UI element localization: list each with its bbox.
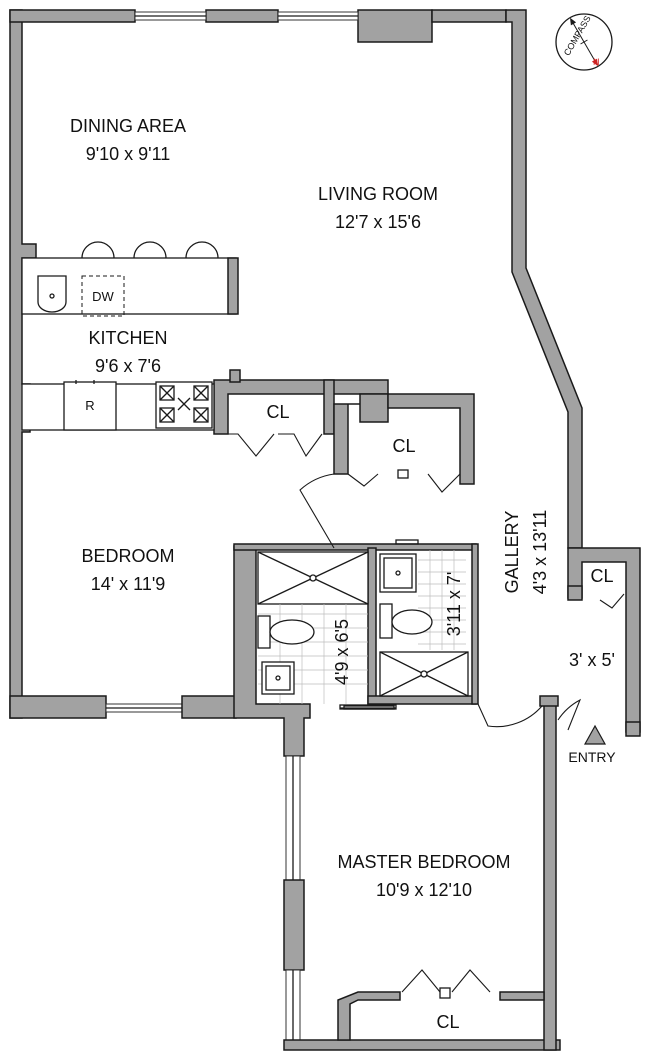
compass: COMPASS N xyxy=(555,13,613,71)
kitchen-cl-stub xyxy=(229,369,241,383)
hall-closet-label: CL xyxy=(392,436,415,456)
bath-2-dims: 3'11 x 7' xyxy=(444,572,464,637)
bath-1-vanity xyxy=(261,661,295,695)
north-wall-4 xyxy=(431,9,507,23)
counter-end xyxy=(227,257,239,315)
dishwasher-label: DW xyxy=(92,289,114,304)
bedroom-south-wall-1 xyxy=(9,695,107,719)
bath-2-east-wall xyxy=(471,543,479,705)
north-wall-2 xyxy=(205,9,279,23)
entry-label: ENTRY xyxy=(568,749,616,765)
living-room-name: LIVING ROOM xyxy=(318,184,438,204)
dishwasher-outline xyxy=(81,275,125,317)
kitchen-cl-north-wall xyxy=(213,379,389,435)
refrigerator xyxy=(63,381,117,431)
bedroom-name: BEDROOM xyxy=(81,546,174,566)
kitchen-closet-label: CL xyxy=(266,402,289,422)
walls xyxy=(9,9,641,1051)
bath-1-toilet-tank xyxy=(257,615,271,649)
master-closet-wall xyxy=(337,991,401,1041)
bath-1-dims: 4'9 x 6'5 xyxy=(332,619,352,685)
stool xyxy=(185,241,219,259)
kitchen-fixtures: DW R xyxy=(21,241,239,431)
compass-north-tip xyxy=(591,58,598,67)
room-labels: DINING AREA 9'10 x 9'11 LIVING ROOM 12'7… xyxy=(70,116,616,1032)
master-bedroom-dims: 10'9 x 12'10 xyxy=(376,880,472,900)
hall-cl-wall xyxy=(333,393,389,475)
bedroom-door xyxy=(299,473,335,549)
entry-door xyxy=(557,698,582,731)
bathrooms xyxy=(257,539,469,710)
entry-arrow xyxy=(583,724,607,745)
stool xyxy=(81,241,115,259)
entry-cl-wall xyxy=(567,585,583,601)
gallery-south-wall xyxy=(539,695,559,707)
bath-west-wall xyxy=(233,545,311,757)
compass-north: N xyxy=(593,57,600,67)
master-west-wall-1 xyxy=(283,879,305,971)
bedroom-dims: 14' x 11'9 xyxy=(91,574,166,594)
north-wall-3 xyxy=(357,9,433,43)
bath-2-toilet-tank xyxy=(379,603,393,639)
gallery-name: GALLERY xyxy=(502,511,522,594)
living-room-dims: 12'7 x 15'6 xyxy=(335,212,421,232)
bedroom-south-wall-2 xyxy=(181,695,237,719)
bath-1-toilet xyxy=(269,619,315,645)
entry-closet-label: CL xyxy=(590,566,613,586)
stove-burners xyxy=(159,385,209,423)
master-closet-wall-2 xyxy=(499,991,545,1001)
master-bedroom-name: MASTER BEDROOM xyxy=(337,852,510,872)
west-wall xyxy=(9,9,37,719)
kitchen-name: KITCHEN xyxy=(88,328,167,348)
kitchen-cl-east-post xyxy=(323,379,335,435)
north-wall-1 xyxy=(9,9,136,23)
master-door xyxy=(477,703,543,728)
bath-2-tile xyxy=(418,550,466,650)
master-south-wall xyxy=(283,1039,561,1051)
foyer-dims: 3' x 5' xyxy=(569,650,615,670)
bath-divider-wall xyxy=(367,547,377,705)
stool xyxy=(133,241,167,259)
stove xyxy=(155,381,213,429)
bath-north-wall xyxy=(233,543,477,551)
dining-area-dims: 9'10 x 9'11 xyxy=(86,144,171,164)
dining-area-name: DINING AREA xyxy=(70,116,186,136)
bath-2-vanity xyxy=(379,553,417,593)
bath-2-toilet xyxy=(391,609,433,635)
hall-cl-east-wall xyxy=(387,393,475,485)
entry-wall xyxy=(625,721,641,737)
master-closet-label: CL xyxy=(436,1012,459,1032)
master-east-wall xyxy=(543,697,557,1051)
gallery-dims: 4'3 x 13'11 xyxy=(530,510,550,595)
kitchen-dims: 9'6 x 7'6 xyxy=(95,356,161,376)
east-wall xyxy=(505,9,583,549)
refrigerator-label: R xyxy=(85,398,94,413)
closet-doors xyxy=(218,433,625,999)
bath-2-south-wall xyxy=(367,695,477,705)
